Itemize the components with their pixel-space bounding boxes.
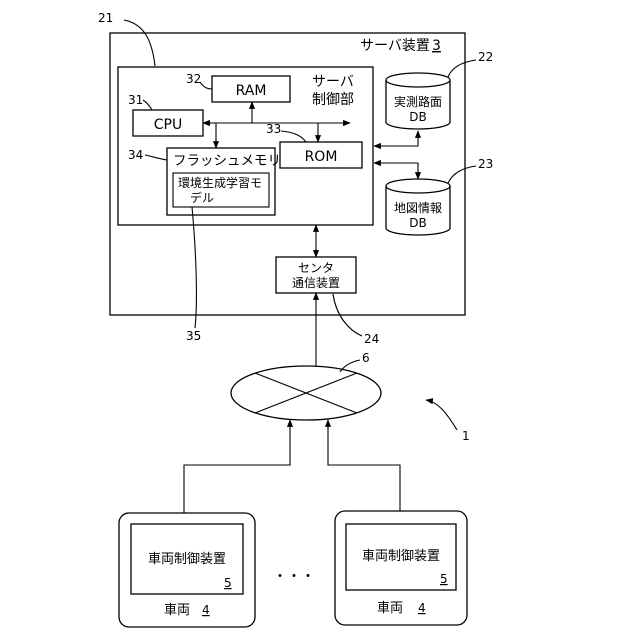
server-control-label-1: サーバ bbox=[312, 74, 354, 90]
vehicle-ellipsis: ・・・ bbox=[273, 569, 315, 585]
server-title: サーバ装置 bbox=[360, 38, 430, 54]
center-comm-ref: 24 bbox=[364, 332, 379, 346]
network-ellipse bbox=[231, 366, 381, 420]
server-ref-21: 21 bbox=[98, 11, 113, 25]
flash-ref: 34 bbox=[128, 148, 143, 162]
model-ref: 35 bbox=[186, 329, 201, 343]
cpu-ref: 31 bbox=[128, 93, 143, 107]
leader-1 bbox=[426, 400, 457, 430]
vehicle-2-num: 4 bbox=[418, 601, 426, 615]
flash-memory-label: フラッシュメモリ bbox=[173, 153, 281, 169]
vehicle-1-controller-num: 5 bbox=[224, 576, 232, 590]
map-info-db-label-1: 地図情報 bbox=[394, 201, 442, 215]
center-comm-label-1: センタ bbox=[298, 261, 334, 275]
system-ref: 1 bbox=[462, 429, 470, 443]
rom-ref: 33 bbox=[266, 122, 281, 136]
network-vehicle1-arrow bbox=[184, 420, 290, 524]
learning-model-label-1: 環境生成学習モ bbox=[178, 175, 262, 190]
ram-ref: 32 bbox=[186, 72, 201, 86]
network-vehicle2-arrow bbox=[328, 420, 400, 524]
cpu-label: CPU bbox=[154, 117, 182, 133]
measured-road-db-label-1: 実測路面 bbox=[394, 94, 442, 109]
vehicle-2-label: 車両 bbox=[377, 601, 403, 616]
vehicle-2-controller-num: 5 bbox=[440, 572, 448, 586]
vehicle-1-label: 車両 bbox=[164, 603, 190, 618]
map-info-db-label-2: DB bbox=[409, 216, 426, 230]
vehicle-1-num: 4 bbox=[202, 603, 210, 617]
server-control-label-2: 制御部 bbox=[312, 92, 354, 108]
learning-model-label-2: デル bbox=[190, 190, 214, 205]
ram-label: RAM bbox=[236, 83, 267, 99]
vehicle-1-controller-label: 車両制御装置 bbox=[148, 552, 226, 567]
rom-label: ROM bbox=[305, 149, 338, 165]
network-ref: 6 bbox=[362, 351, 370, 365]
server-number: 3 bbox=[432, 38, 441, 54]
measured-road-db-label-2: DB bbox=[409, 110, 426, 124]
vehicle-2-controller-label: 車両制御装置 bbox=[362, 549, 440, 564]
center-comm-label-2: 通信装置 bbox=[292, 276, 340, 290]
measured-road-db-ref: 22 bbox=[478, 50, 493, 64]
map-info-db-ref: 23 bbox=[478, 157, 493, 171]
